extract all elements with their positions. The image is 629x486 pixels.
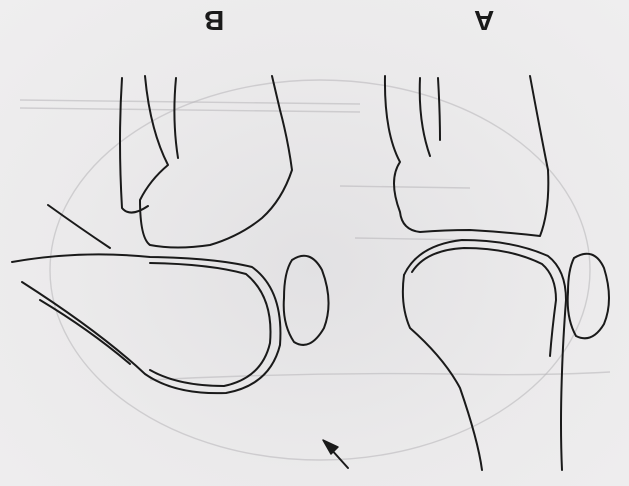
panel-a-shaft-edge — [403, 275, 482, 470]
bleed-through-texture — [20, 80, 610, 460]
panel-a-proximal-inner-line — [420, 78, 440, 156]
arrow-up-left-icon — [323, 440, 348, 468]
panel-b-proximal-inner-line — [174, 78, 178, 158]
panel-a-proximal-bone — [385, 76, 548, 236]
panel-b-shaft-edge — [40, 205, 130, 364]
panel-b-articular-line — [150, 263, 271, 386]
panel-a-articular-line — [412, 248, 556, 356]
panel-b-sesamoid — [284, 256, 329, 345]
panel-a-distal-bone — [404, 240, 566, 470]
panel-a-joint — [385, 76, 609, 470]
panel-a-sesamoid — [568, 254, 609, 339]
panel-b-joint — [12, 76, 329, 393]
panel-b-distal-bone — [12, 254, 280, 393]
